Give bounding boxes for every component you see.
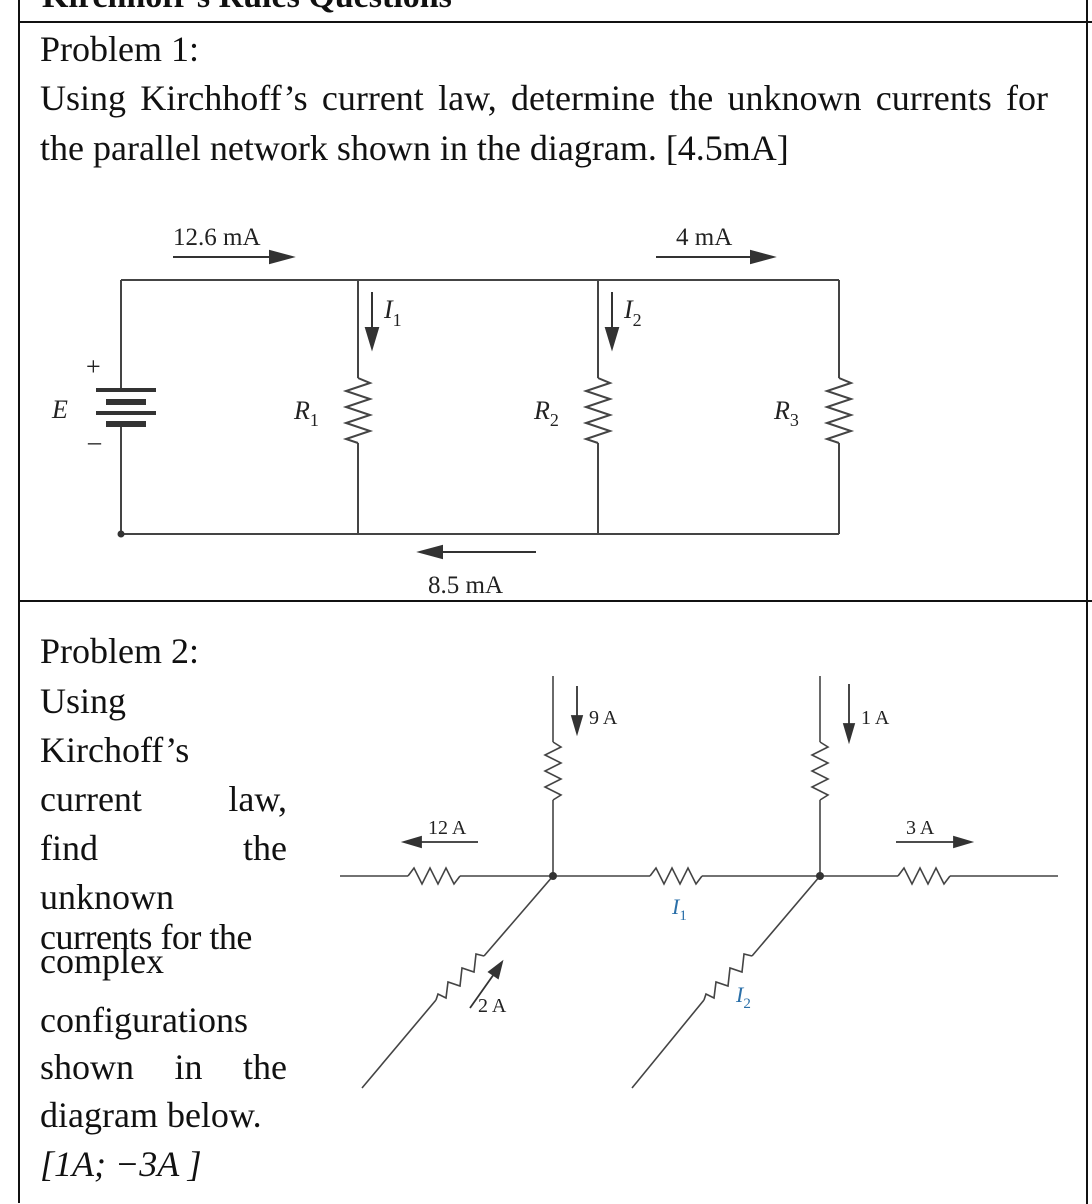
label-r3: R3 (773, 396, 799, 430)
label-12-6ma: 12.6 mA (173, 224, 261, 251)
arrow-2a (469, 973, 495, 1009)
problem-2-line-4: find the (40, 823, 287, 873)
label-minus: – (87, 427, 102, 456)
problem-2-answer: [1A; −3A ] (40, 1144, 202, 1184)
label-9a: 9 A (589, 707, 618, 729)
label-i1: I1 (671, 894, 687, 924)
label-r2: R2 (533, 396, 559, 430)
label-plus: + (86, 352, 101, 381)
problem-2-line-1: Using (40, 681, 127, 721)
problem-2-label: Problem 2: (40, 631, 199, 671)
problem-2-line-2: Kirchoff’s (40, 730, 190, 770)
problem-2-word: the (243, 1047, 287, 1087)
junction-dot (117, 530, 125, 538)
label-2a: 2 A (478, 995, 507, 1017)
problem-2-line-9: shown in the (40, 1042, 287, 1092)
page-title: Kirchhoff’s Rules Questions (42, 0, 452, 16)
label-e: E (51, 395, 68, 424)
problem-2-word: law, (228, 779, 287, 819)
problem-2-word: find (40, 828, 98, 868)
label-i2: I2 (735, 982, 751, 1012)
node-2-dot (816, 872, 824, 880)
problem-2-line-7: complex (40, 941, 164, 981)
problem-2-word: in (174, 1047, 203, 1087)
label-i1: I1 (383, 295, 402, 330)
problem-1-label: Problem 1: (40, 29, 199, 69)
label-4ma: 4 mA (676, 224, 732, 251)
table-divider-right (1086, 20, 1088, 1204)
node-1-dot (549, 872, 557, 880)
table-divider-top (18, 21, 1092, 23)
problem-2-line-8: configurations (40, 1000, 248, 1040)
problem-2-line-10: diagram below. (40, 1095, 262, 1135)
problem-2-line-6: currents for the (40, 917, 252, 957)
problem-2-word: shown (40, 1047, 135, 1087)
problem-2-line-3: current law, (40, 774, 287, 824)
label-i2: I2 (623, 295, 642, 330)
label-8-5ma: 8.5 mA (428, 572, 503, 599)
label-r1: R1 (293, 396, 319, 430)
label-12a: 12 A (428, 817, 467, 839)
problem-2-word: current (40, 779, 142, 819)
problem-2-line-5: unknown (40, 877, 174, 917)
table-divider-middle (18, 600, 1092, 602)
label-1a: 1 A (861, 707, 890, 729)
problem-2-circuit-diagram: 9 A 1 A 12 A 3 A 2 A I1 I2 (340, 676, 1058, 1089)
problem-1-circuit-diagram: 12.6 mA 4 mA 8.5 mA + – E R1 R2 R3 I1 I2 (51, 224, 855, 599)
problem-2-word: the (243, 828, 287, 868)
label-3a: 3 A (906, 817, 935, 839)
problem-1-text: Using Kirchhoff’s current law, determine… (40, 78, 1048, 168)
